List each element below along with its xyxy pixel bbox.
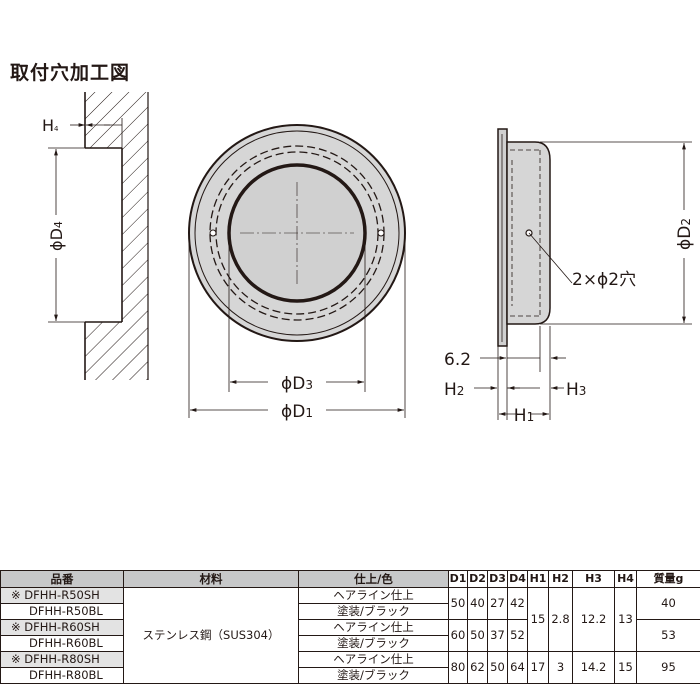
h2-label: H2 [444, 380, 464, 400]
finish-cell: ヘアライン仕上 [298, 619, 449, 636]
d4-cell: 42 [507, 587, 528, 620]
material-cell: ステンレス鋼（SUS304） [123, 587, 299, 684]
h2-cell: 2.8 [548, 587, 573, 652]
table-row: ※ DFHH-R80SH ヘアライン仕上 80 62 50 64 17 3 14… [0, 651, 700, 684]
finish-cell: ヘアライン仕上 [298, 587, 449, 604]
side-view: 2×ϕ2穴 ϕD2 6.2 H2 H3 H1 [444, 128, 695, 426]
header-h4: H4 [614, 570, 637, 588]
d1-cell: 60 [448, 619, 468, 652]
hole-label: 2×ϕ2穴 [572, 270, 636, 290]
header-material: 材料 [123, 570, 299, 588]
d1-cell: 50 [448, 587, 468, 620]
model-cell: DFHH-R50BL [0, 603, 124, 620]
d4-cell: 64 [507, 651, 528, 684]
header-finish: 仕上/色 [298, 570, 449, 588]
header-d1: D1 [448, 570, 468, 588]
table-row: ※ DFHH-R60SH ヘアライン仕上 60 50 37 52 53 [0, 619, 700, 652]
h4-cell: 15 [614, 651, 637, 684]
d4-cell: 52 [507, 619, 528, 652]
table-row: DFHH-R80BL 塗装/ブラック [0, 667, 700, 684]
h4-cell: 13 [614, 587, 637, 652]
d3-label: ϕD3 [281, 374, 313, 394]
d3-cell: 50 [487, 651, 508, 684]
h3-cell: 12.2 [572, 587, 615, 652]
dim-6-2-label: 6.2 [444, 350, 471, 370]
h3-label: H3 [566, 380, 586, 400]
model-cell: DFHH-R60BL [0, 635, 124, 652]
header-d4: D4 [507, 570, 528, 588]
weight-cell: 40 [636, 587, 700, 620]
table-row: DFHH-R50BL 塗装/ブラック [0, 603, 700, 620]
header-model: 品番 [0, 570, 124, 588]
header-h1: H1 [527, 570, 549, 588]
d3-cell: 27 [487, 587, 508, 620]
header-d2: D2 [467, 570, 488, 588]
hole-section-view: H4 ϕD4 [42, 92, 149, 380]
h1-cell: 17 [527, 651, 549, 684]
header-weight: 質量g [636, 570, 700, 588]
spec-table: 品番 材料 仕上/色 D1 D2 D3 D4 H1 H2 H3 H4 質量g ※… [0, 570, 700, 684]
header-h2: H2 [548, 570, 573, 588]
d4-label: ϕD4 [47, 221, 66, 251]
header-d3: D3 [487, 570, 508, 588]
model-cell: ※ DFHH-R60SH [0, 619, 124, 636]
header-h3: H3 [572, 570, 615, 588]
page-title: 取付穴加工図 [10, 62, 131, 84]
d3-cell: 37 [487, 619, 508, 652]
d1-label: ϕD1 [281, 402, 313, 422]
model-cell: ※ DFHH-R50SH [0, 587, 124, 604]
h2-cell: 3 [548, 651, 573, 684]
d1-cell: 80 [448, 651, 468, 684]
d2-label: ϕD2 [675, 218, 695, 250]
model-cell: DFHH-R80BL [0, 667, 124, 684]
h3-cell: 14.2 [572, 651, 615, 684]
weight-cell: 53 [636, 619, 700, 652]
finish-cell: 塗装/ブラック [298, 635, 449, 652]
weight-cell: 95 [636, 651, 700, 684]
hatched-panel [85, 92, 148, 380]
d2-cell: 50 [467, 619, 488, 652]
finish-cell: ヘアライン仕上 [298, 651, 449, 668]
front-view: ϕD3 ϕD1 [188, 124, 406, 422]
model-cell: ※ DFHH-R80SH [0, 651, 124, 668]
table-row: ※ DFHH-R50SH ステンレス鋼（SUS304） ヘアライン仕上 50 4… [0, 587, 700, 684]
d2-cell: 62 [467, 651, 488, 684]
h1-cell: 15 [527, 587, 549, 652]
h4-label: H4 [42, 116, 59, 135]
technical-drawing: H4 ϕD4 ϕD3 ϕD1 [42, 92, 695, 426]
d2-cell: 40 [467, 587, 488, 620]
table-header-row: 品番 材料 仕上/色 D1 D2 D3 D4 H1 H2 H3 H4 質量g [0, 570, 700, 588]
h1-label: H1 [514, 406, 534, 426]
finish-cell: 塗装/ブラック [298, 667, 449, 684]
finish-cell: 塗装/ブラック [298, 603, 449, 620]
